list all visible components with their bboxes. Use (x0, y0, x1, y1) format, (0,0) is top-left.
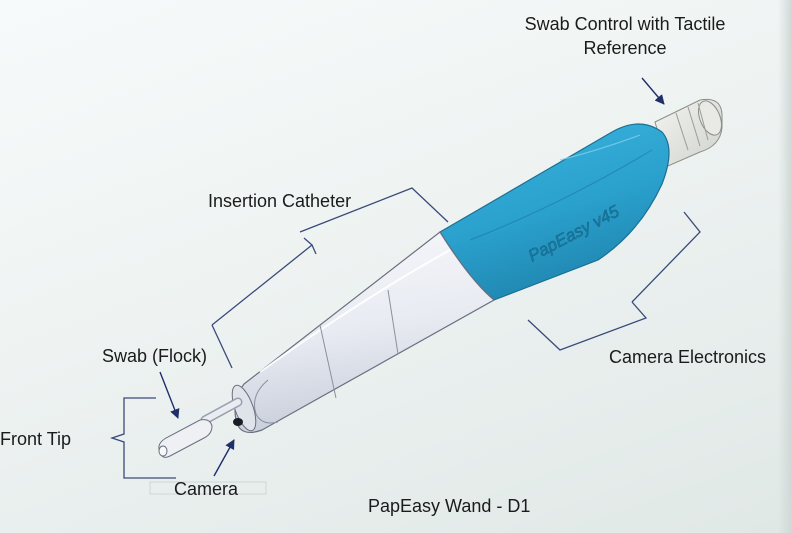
arrow-swab-flock (159, 371, 180, 419)
arrow-swab-control (641, 77, 665, 105)
swab-flock (158, 397, 243, 458)
arrow-camera (213, 439, 235, 477)
label-swab-control-line2: Reference (583, 38, 667, 58)
label-swab-control-line1: Swab Control with Tactile (524, 14, 726, 34)
label-swab-flock: Swab (Flock) (102, 346, 208, 366)
bracket-front-tip (109, 397, 176, 479)
camera-label-box (149, 481, 267, 495)
label-front-tip: Front Tip (0, 429, 72, 449)
swab-control-knob (654, 98, 723, 167)
right-edge-shadow (778, 0, 792, 533)
label-camera: Camera (174, 479, 239, 499)
bracket-camera-electronics (527, 211, 701, 351)
insertion-catheter-shaft (231, 231, 496, 433)
diagram-caption: PapEasy Wand - D1 (368, 496, 531, 516)
label-swab-control: Swab Control with Tactile Reference (500, 12, 750, 60)
arrows (159, 77, 665, 477)
blue-handle: PapEasy v45 (439, 123, 670, 301)
bracket-insertion-catheter (211, 187, 449, 369)
label-camera-electronics: Camera Electronics (609, 347, 767, 367)
camera-lens (233, 418, 243, 426)
label-insertion-catheter: Insertion Catheter (208, 191, 352, 211)
